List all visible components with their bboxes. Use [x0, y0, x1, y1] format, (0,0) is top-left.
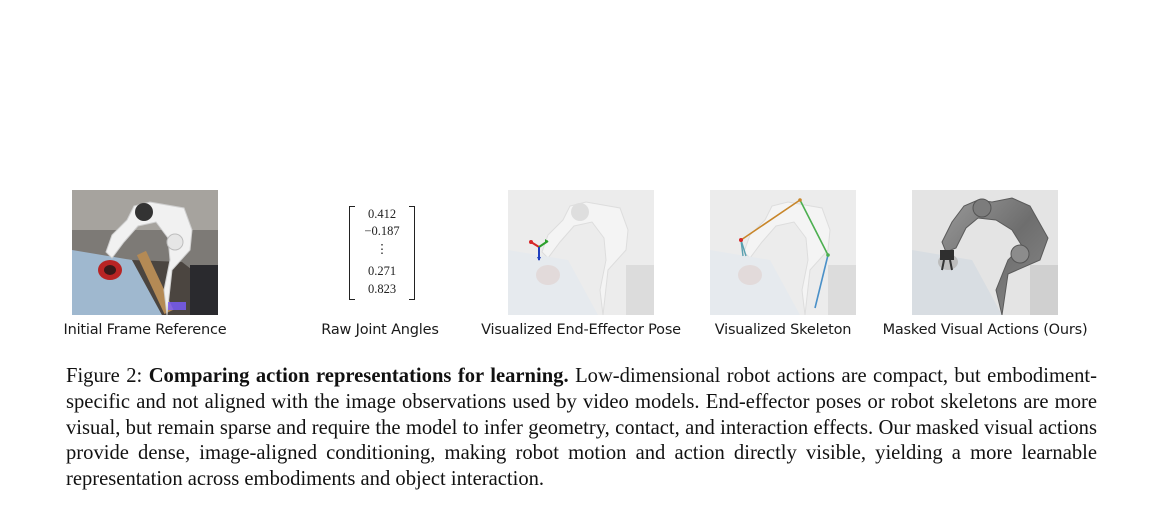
panel-caption-skeleton: Visualized Skeleton [714, 322, 852, 338]
joint-value: 0.412 [367, 207, 397, 221]
figure-caption: Figure 2: Comparing action representatio… [66, 364, 1097, 493]
joint-value: 0.271 [367, 264, 397, 278]
panel-caption-masked-actions: Masked Visual Actions (Ours) [882, 322, 1088, 338]
figure-body: Low-dimensional robot actions are compac… [66, 365, 1097, 491]
panel-caption-initial-frame: Initial Frame Reference [63, 322, 227, 338]
panel-caption-joint-angles: Raw Joint Angles [321, 322, 439, 338]
figure-title: Comparing action representations for lea… [148, 365, 569, 387]
panel-caption-end-effector: Visualized End-Effector Pose [481, 322, 681, 338]
vertical-ellipsis: ⋮ [375, 242, 389, 256]
joint-value: −0.187 [364, 224, 400, 238]
figure-label: Figure 2: [66, 365, 143, 387]
joint-value: 0.823 [367, 282, 397, 296]
initial-frame-image [72, 190, 218, 315]
joint-angle-vector: 0.412 −0.187 ⋮ 0.271 0.823 [349, 206, 415, 300]
end-effector-pose-image [508, 190, 654, 315]
masked-visual-actions-image [912, 190, 1058, 315]
skeleton-image [710, 190, 856, 315]
right-bracket [409, 206, 415, 300]
left-bracket [349, 206, 355, 300]
